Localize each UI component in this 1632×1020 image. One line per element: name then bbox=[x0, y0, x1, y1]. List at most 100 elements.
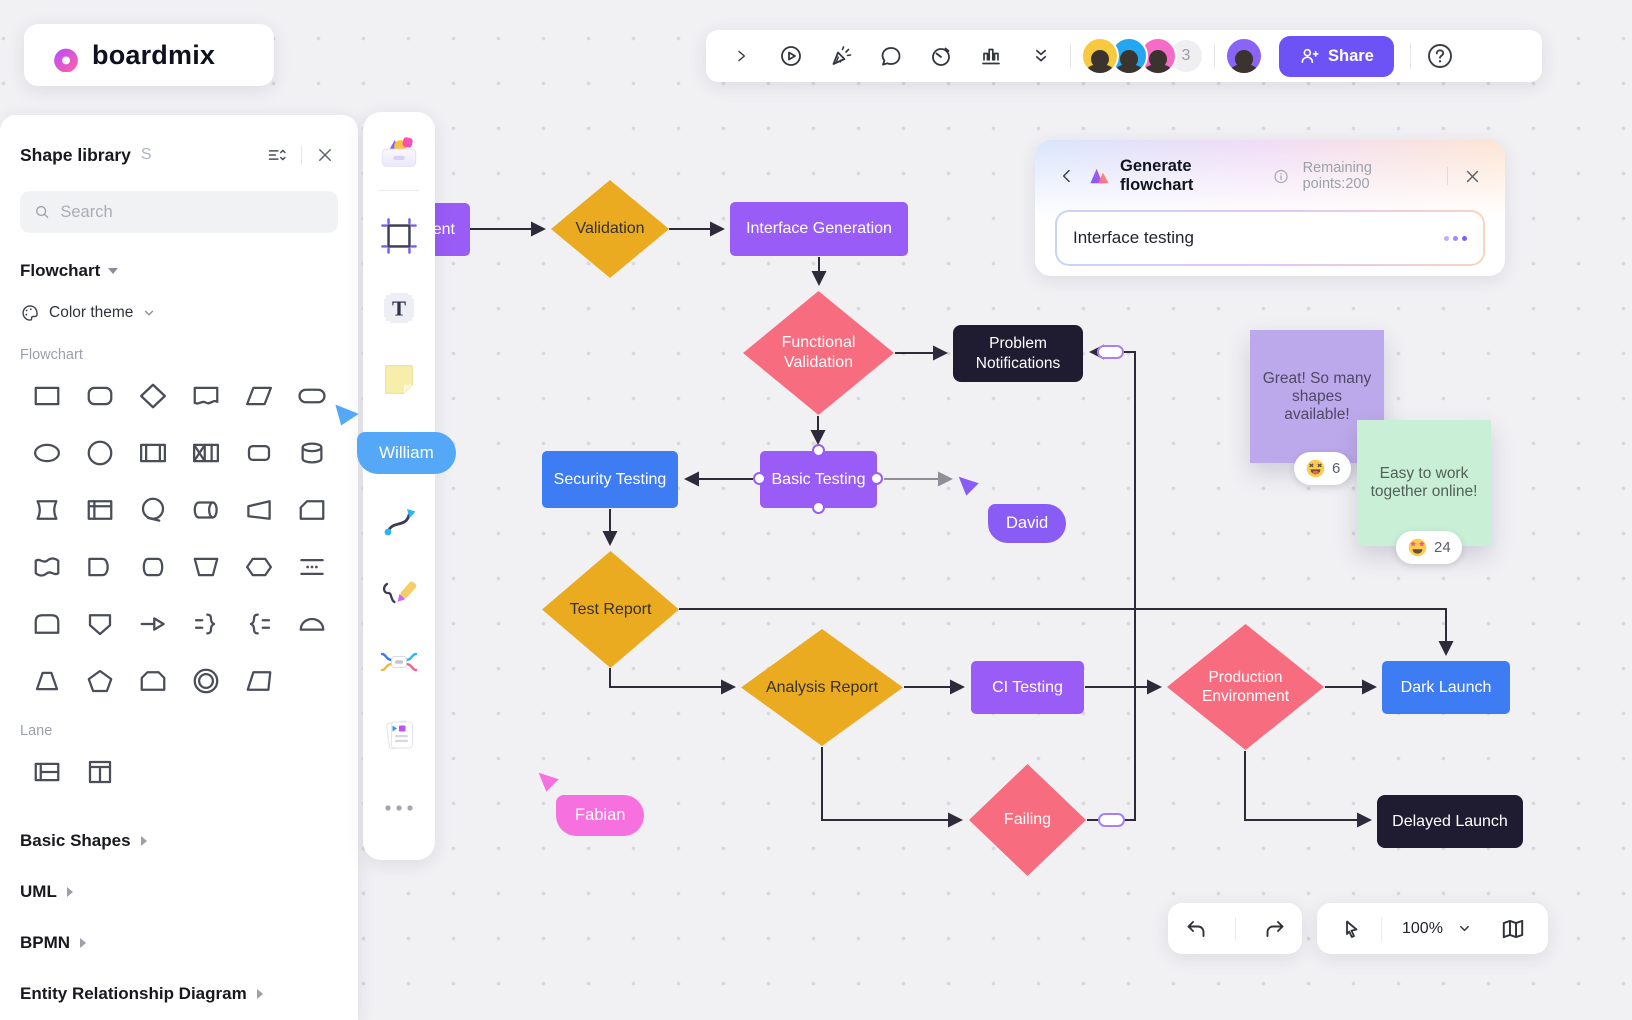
shape-annotation-left[interactable] bbox=[232, 595, 285, 652]
shape-off-page-rounded[interactable] bbox=[20, 595, 73, 652]
caret-right-icon bbox=[140, 836, 147, 846]
avatar[interactable] bbox=[1139, 37, 1177, 75]
shape-pentagon[interactable] bbox=[73, 652, 126, 709]
shape-circle[interactable] bbox=[73, 424, 126, 481]
sidebar-section-uml[interactable]: UML bbox=[20, 882, 338, 902]
back-button[interactable] bbox=[1055, 164, 1079, 188]
help-button[interactable] bbox=[1421, 37, 1459, 75]
chevron-left-icon bbox=[1062, 169, 1070, 183]
node-security-testing[interactable]: Security Testing bbox=[542, 451, 678, 508]
shape-alternate-process[interactable] bbox=[232, 424, 285, 481]
app-logo[interactable]: boardmix bbox=[24, 24, 274, 86]
shape-manual-operation[interactable] bbox=[232, 481, 285, 538]
sticky-note[interactable]: Easy to work together online! bbox=[1357, 420, 1491, 546]
mindmap-tool[interactable] bbox=[375, 638, 423, 686]
shape-preparation[interactable] bbox=[232, 538, 285, 595]
node-ci-testing[interactable]: CI Testing bbox=[971, 661, 1084, 714]
connection-handle-top[interactable] bbox=[812, 444, 825, 457]
color-theme-selector[interactable]: Color theme bbox=[20, 303, 338, 323]
shape-direct-access[interactable] bbox=[179, 481, 232, 538]
shape-rounded-process[interactable] bbox=[73, 367, 126, 424]
shape-collate[interactable] bbox=[179, 424, 232, 481]
vote-button[interactable] bbox=[972, 37, 1010, 75]
frame-tool[interactable] bbox=[375, 212, 423, 260]
shape-internal-storage[interactable] bbox=[73, 481, 126, 538]
text-tool[interactable]: T bbox=[375, 284, 423, 332]
shape-slanted-process[interactable] bbox=[232, 652, 285, 709]
present-button[interactable] bbox=[772, 37, 810, 75]
node-interface-generation[interactable]: Interface Generation bbox=[730, 202, 908, 256]
shape-delay[interactable] bbox=[73, 538, 126, 595]
comment-button[interactable] bbox=[872, 37, 910, 75]
participant-avatars[interactable]: 3 bbox=[1081, 37, 1204, 75]
shape-display[interactable] bbox=[20, 481, 73, 538]
chevron-down-icon[interactable] bbox=[1457, 921, 1472, 936]
minimap-button[interactable] bbox=[1496, 912, 1530, 946]
connection-handle-right[interactable] bbox=[870, 472, 883, 485]
collapse-button[interactable] bbox=[1022, 37, 1060, 75]
shape-ellipse[interactable] bbox=[20, 424, 73, 481]
shape-merge[interactable] bbox=[126, 595, 179, 652]
connection-handle-bottom[interactable] bbox=[812, 501, 825, 514]
ai-prompt-input[interactable] bbox=[1073, 228, 1444, 248]
reaction-badge[interactable]: 6 bbox=[1294, 452, 1352, 485]
undo-button[interactable] bbox=[1180, 913, 1212, 945]
sidebar-section-entity-relationship-diagram[interactable]: Entity Relationship Diagram bbox=[20, 984, 338, 1004]
shape-data[interactable] bbox=[232, 367, 285, 424]
shape-trapezoid[interactable] bbox=[20, 652, 73, 709]
close-ai-panel-button[interactable] bbox=[1460, 164, 1485, 189]
connection-handle-left[interactable] bbox=[753, 472, 766, 485]
sticky-note-tool[interactable] bbox=[375, 356, 423, 404]
shape-document[interactable] bbox=[179, 367, 232, 424]
shape-loop-limit[interactable] bbox=[126, 652, 179, 709]
shape-lane-horizontal[interactable] bbox=[20, 743, 73, 800]
ai-prompt-field[interactable] bbox=[1057, 212, 1483, 264]
zoom-level[interactable]: 100% bbox=[1402, 919, 1443, 937]
document-tool[interactable] bbox=[375, 710, 423, 758]
connector-tool[interactable] bbox=[375, 497, 423, 545]
node-problem-notifications[interactable]: Problem Notifications bbox=[953, 325, 1083, 382]
celebrate-button[interactable] bbox=[822, 37, 860, 75]
more-tools[interactable] bbox=[375, 784, 423, 832]
current-user-avatar[interactable] bbox=[1225, 37, 1263, 75]
connector-endpoint-pill[interactable] bbox=[1097, 345, 1124, 359]
avatar[interactable] bbox=[1081, 37, 1119, 75]
redo-button[interactable] bbox=[1259, 913, 1291, 945]
shape-predefined-process[interactable] bbox=[126, 424, 179, 481]
templates-tool[interactable] bbox=[375, 128, 423, 176]
shape-off-page-connector[interactable] bbox=[73, 595, 126, 652]
shape-paper-tape[interactable] bbox=[20, 538, 73, 595]
shape-manual-loop[interactable] bbox=[126, 481, 179, 538]
shape-annotation-right[interactable] bbox=[179, 595, 232, 652]
shape-terminator[interactable] bbox=[285, 367, 338, 424]
node-delayed-launch[interactable]: Delayed Launch bbox=[1377, 795, 1523, 848]
shape-search[interactable] bbox=[20, 191, 338, 233]
sort-library-button[interactable] bbox=[263, 141, 291, 169]
shape-manual-input[interactable] bbox=[179, 538, 232, 595]
shape-decision[interactable] bbox=[126, 367, 179, 424]
node-basic-testing[interactable]: Basic Testing bbox=[760, 451, 877, 508]
shape-lane-vertical[interactable] bbox=[73, 743, 126, 800]
search-input[interactable] bbox=[60, 202, 324, 222]
node-dark-launch[interactable]: Dark Launch bbox=[1382, 661, 1510, 714]
shape-or-junction[interactable] bbox=[179, 652, 232, 709]
shape-half-circle[interactable] bbox=[285, 595, 338, 652]
connector-endpoint-pill[interactable] bbox=[1098, 813, 1125, 827]
pen-tool[interactable] bbox=[375, 569, 423, 617]
shape-stored-data[interactable] bbox=[126, 538, 179, 595]
shape-card[interactable] bbox=[285, 481, 338, 538]
shape-process[interactable] bbox=[20, 367, 73, 424]
pointer-icon bbox=[1346, 920, 1358, 938]
close-panel-button[interactable] bbox=[312, 142, 338, 168]
timer-button[interactable] bbox=[922, 37, 960, 75]
shape-database[interactable] bbox=[285, 424, 338, 481]
sidebar-section-bpmn[interactable]: BPMN bbox=[20, 933, 338, 953]
reaction-badge[interactable]: 24 bbox=[1396, 531, 1462, 564]
expand-toolbar-button[interactable] bbox=[722, 37, 760, 75]
select-tool-button[interactable] bbox=[1335, 913, 1367, 945]
share-button[interactable]: Share bbox=[1279, 35, 1394, 77]
sidebar-section-basic-shapes[interactable]: Basic Shapes bbox=[20, 831, 338, 851]
shape-ellipsis[interactable] bbox=[285, 538, 338, 595]
category-selector[interactable]: Flowchart bbox=[20, 261, 338, 281]
